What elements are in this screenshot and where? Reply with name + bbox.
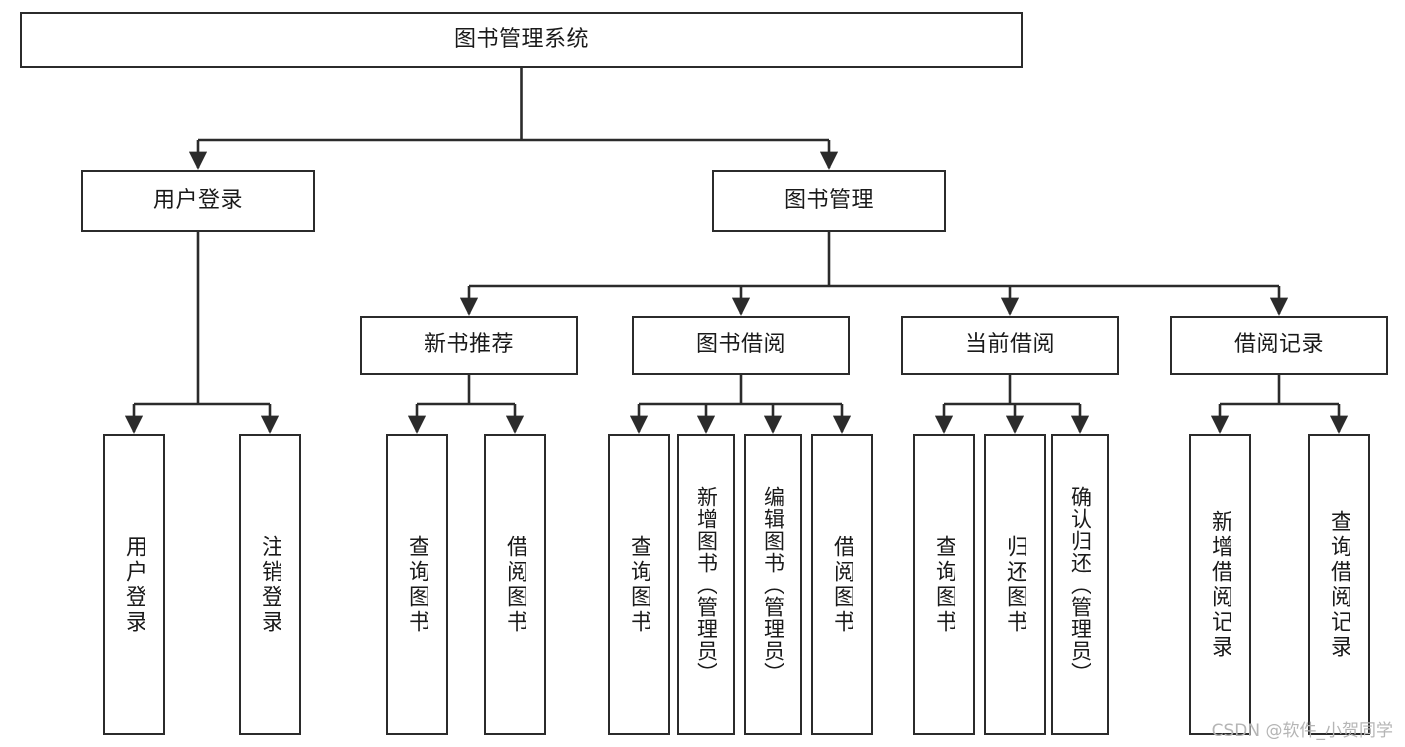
node-label: 新增图书（管理员） bbox=[695, 485, 717, 684]
node-new-book-recommend[interactable]: 新书推荐 bbox=[360, 316, 578, 375]
node-label: 查询借阅记录 bbox=[1328, 509, 1350, 660]
node-leaf-query-book-1[interactable]: 查询图书 bbox=[386, 434, 448, 735]
watermark-text: CSDN @软件_小贺同学 bbox=[1211, 721, 1393, 741]
node-label: 当前借阅 bbox=[964, 332, 1055, 358]
node-current-borrow[interactable]: 当前借阅 bbox=[901, 316, 1119, 375]
node-borrow-records[interactable]: 借阅记录 bbox=[1170, 316, 1388, 375]
node-leaf-confirm-return[interactable]: 确认归还（管理员） bbox=[1051, 434, 1109, 735]
node-label: 确认归还（管理员） bbox=[1069, 485, 1091, 684]
node-label: 借阅图书 bbox=[831, 534, 853, 635]
node-leaf-query-borrow-record[interactable]: 查询借阅记录 bbox=[1308, 434, 1370, 735]
node-label: 图书借阅 bbox=[695, 332, 786, 358]
node-leaf-query-book-2[interactable]: 查询图书 bbox=[608, 434, 670, 735]
node-label: 借阅图书 bbox=[504, 534, 526, 635]
node-leaf-query-book-3[interactable]: 查询图书 bbox=[913, 434, 975, 735]
node-label: 借阅记录 bbox=[1233, 332, 1324, 358]
node-root[interactable]: 图书管理系统 bbox=[20, 12, 1023, 68]
node-book-borrow[interactable]: 图书借阅 bbox=[632, 316, 850, 375]
node-label: 归还图书 bbox=[1004, 534, 1026, 635]
node-leaf-add-book[interactable]: 新增图书（管理员） bbox=[677, 434, 735, 735]
node-label: 新增借阅记录 bbox=[1209, 509, 1231, 660]
node-label: 图书管理系统 bbox=[453, 26, 589, 52]
node-leaf-user-login[interactable]: 用户登录 bbox=[103, 434, 165, 735]
node-leaf-return-book[interactable]: 归还图书 bbox=[984, 434, 1046, 735]
node-book-management[interactable]: 图书管理 bbox=[712, 170, 946, 232]
node-leaf-borrow-book-2[interactable]: 借阅图书 bbox=[811, 434, 873, 735]
node-leaf-borrow-book-1[interactable]: 借阅图书 bbox=[484, 434, 546, 735]
node-leaf-edit-book[interactable]: 编辑图书（管理员） bbox=[744, 434, 802, 735]
node-label: 查询图书 bbox=[933, 534, 955, 635]
node-label: 查询图书 bbox=[628, 534, 650, 635]
node-label: 用户登录 bbox=[152, 187, 243, 213]
node-label: 注销登录 bbox=[259, 534, 281, 635]
node-label: 编辑图书（管理员） bbox=[762, 485, 784, 684]
node-label: 图书管理 bbox=[783, 187, 874, 213]
node-label: 用户登录 bbox=[123, 534, 145, 635]
node-label: 查询图书 bbox=[406, 534, 428, 635]
node-label: 新书推荐 bbox=[423, 332, 514, 358]
node-user-login[interactable]: 用户登录 bbox=[81, 170, 315, 232]
node-leaf-add-borrow-record[interactable]: 新增借阅记录 bbox=[1189, 434, 1251, 735]
node-leaf-logout[interactable]: 注销登录 bbox=[239, 434, 301, 735]
